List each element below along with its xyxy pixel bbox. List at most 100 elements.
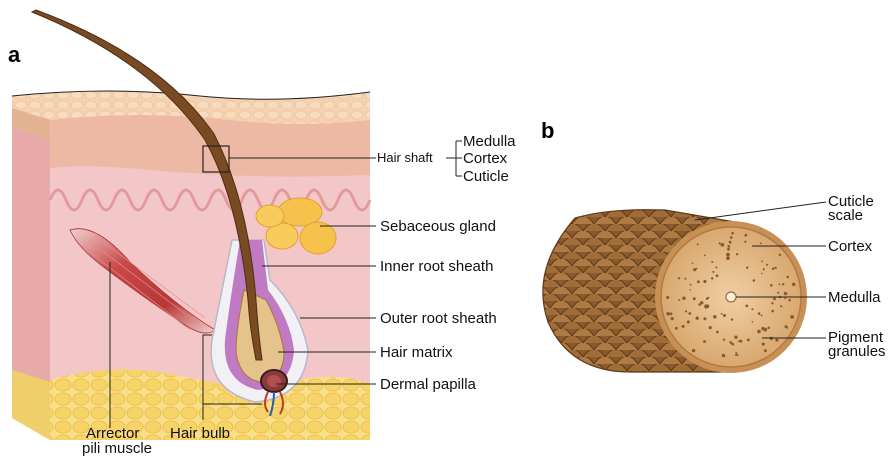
pigment-granule bbox=[747, 338, 750, 341]
pigment-granule bbox=[671, 317, 674, 320]
pigment-granule bbox=[764, 349, 767, 352]
label-medulla-b: Medulla bbox=[828, 289, 881, 306]
pigment-granule bbox=[727, 248, 730, 251]
pigment-granule bbox=[690, 284, 692, 286]
pigment-granule bbox=[772, 268, 775, 271]
pigment-granule bbox=[712, 271, 714, 273]
pigment-granule bbox=[729, 341, 732, 344]
panel-b-letter: b bbox=[541, 118, 554, 143]
pigment-granule bbox=[721, 243, 725, 247]
pigment-granule bbox=[745, 305, 748, 308]
pigment-granule bbox=[762, 343, 765, 346]
pigment-granule bbox=[706, 304, 710, 308]
pigment-granule bbox=[744, 234, 747, 237]
pigment-granule bbox=[723, 314, 726, 317]
pigment-granule bbox=[696, 268, 698, 270]
pigment-granule bbox=[736, 253, 738, 255]
pigment-granule bbox=[788, 299, 791, 302]
pigment-granule bbox=[711, 261, 713, 263]
pigment-granule bbox=[782, 283, 784, 285]
pigment-granule bbox=[760, 242, 762, 244]
label-sebaceous-gland: Sebaceous gland bbox=[380, 218, 496, 235]
pigment-granule bbox=[729, 241, 732, 244]
pigment-granule bbox=[692, 349, 695, 352]
pigment-granule bbox=[709, 326, 712, 329]
pigment-granule bbox=[731, 232, 734, 235]
pigment-granule bbox=[757, 330, 761, 334]
pigment-granule bbox=[726, 253, 730, 257]
pigment-granule bbox=[685, 310, 687, 312]
medulla-core bbox=[726, 292, 736, 302]
label-hair-matrix: Hair matrix bbox=[380, 344, 453, 361]
label-medulla-a: Medulla bbox=[463, 133, 516, 150]
pigment-granule bbox=[780, 305, 782, 307]
pigment-granule bbox=[666, 312, 670, 316]
pigment-granule bbox=[682, 296, 685, 299]
pigment-granule bbox=[792, 283, 796, 287]
pigment-granule bbox=[744, 241, 746, 243]
pigment-granule bbox=[761, 261, 763, 263]
pigment-granule bbox=[721, 313, 723, 315]
pigment-granule bbox=[735, 352, 737, 354]
pigment-granule bbox=[785, 293, 787, 295]
label-cortex-a: Cortex bbox=[463, 150, 508, 167]
pigment-granule bbox=[758, 312, 761, 315]
pigment-granule bbox=[682, 325, 685, 328]
pigment-granule bbox=[696, 317, 699, 320]
pigment-granule bbox=[716, 331, 719, 334]
pigment-granule bbox=[753, 279, 756, 282]
pigment-granule bbox=[704, 254, 706, 256]
pigment-granule bbox=[770, 284, 773, 287]
pigment-granule bbox=[730, 236, 733, 239]
pigment-granule bbox=[706, 298, 708, 300]
pigment-granule bbox=[715, 266, 717, 268]
pigment-granule bbox=[678, 299, 680, 301]
pigment-granule bbox=[779, 254, 781, 256]
pigment-granule bbox=[711, 277, 713, 279]
pigment-granule bbox=[767, 327, 770, 330]
pigment-granule bbox=[786, 327, 788, 329]
pigment-granule bbox=[746, 266, 748, 268]
pigment-granule bbox=[738, 340, 740, 342]
pigment-granule bbox=[774, 267, 776, 269]
pigment-granule bbox=[670, 312, 673, 315]
pigment-granule bbox=[739, 340, 742, 343]
pigment-granule bbox=[678, 277, 680, 279]
pigment-granule bbox=[736, 354, 738, 356]
pigment-granule bbox=[713, 315, 717, 319]
pigment-granule bbox=[703, 317, 706, 320]
label-pigment-line2: granules bbox=[828, 343, 886, 360]
pigment-granule bbox=[761, 314, 763, 316]
label-hair-shaft: Hair shaft bbox=[377, 150, 433, 165]
pigment-granule bbox=[666, 296, 669, 299]
panel-a-letter: a bbox=[8, 42, 21, 67]
pigment-granule bbox=[786, 276, 789, 279]
pigment-granule bbox=[719, 242, 721, 244]
pigment-granule bbox=[773, 297, 776, 300]
pigment-granule bbox=[734, 336, 737, 339]
pigment-granule bbox=[790, 315, 794, 319]
pigment-granule bbox=[752, 321, 754, 323]
label-arrector-line2: pili muscle bbox=[82, 440, 152, 457]
pigment-granule bbox=[779, 284, 781, 286]
label-outer-root-sheath: Outer root sheath bbox=[380, 310, 497, 327]
label-cortex-b: Cortex bbox=[828, 238, 873, 255]
pigment-granule bbox=[716, 274, 719, 277]
pigment-granule bbox=[775, 339, 778, 342]
pigment-granule bbox=[763, 268, 765, 270]
pigment-granule bbox=[784, 297, 786, 299]
pigment-granule bbox=[766, 264, 768, 266]
pigment-granule bbox=[687, 320, 690, 323]
label-hair-bulb: Hair bulb bbox=[170, 425, 230, 442]
pigment-granule bbox=[693, 297, 696, 300]
pigment-granule bbox=[675, 327, 678, 330]
pigment-granule bbox=[722, 354, 725, 357]
pigment-granule bbox=[697, 243, 699, 245]
pigment-granule bbox=[703, 340, 706, 343]
pigment-granule bbox=[689, 289, 691, 291]
pigment-granule bbox=[697, 280, 700, 283]
pigment-granule bbox=[761, 273, 763, 275]
pigment-granule bbox=[761, 327, 764, 330]
